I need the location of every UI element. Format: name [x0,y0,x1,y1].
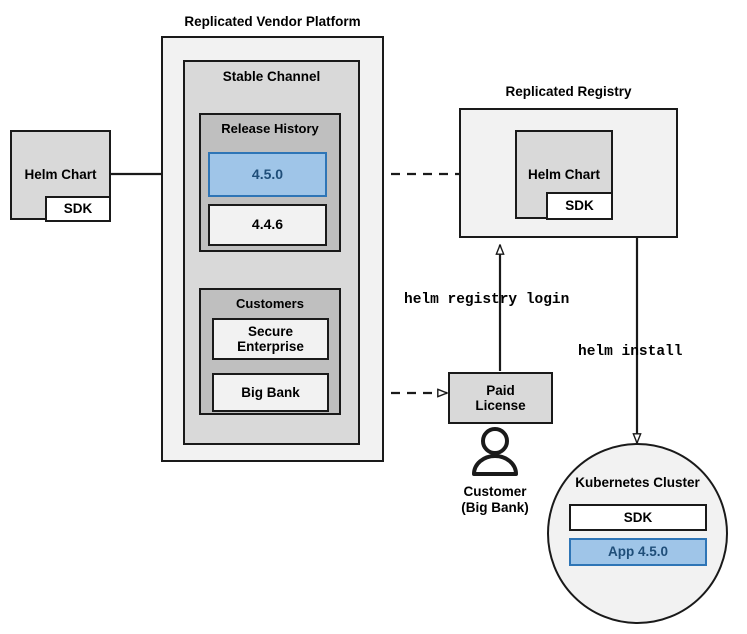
registry-title: Replicated Registry [505,84,632,99]
release-history-title: Release History [221,121,319,136]
release-item-4-4-6[interactable]: 4.4.6 [208,204,327,246]
vendor-platform-title: Replicated Vendor Platform [184,14,361,29]
stable-channel-title: Stable Channel [222,69,321,84]
customer-item-secure-enterprise[interactable]: Secure Enterprise [212,318,329,360]
source-helm-chart-sdk: SDK [45,196,111,222]
paid-license-line2: License [475,398,526,413]
release-item-4-5-0[interactable]: 4.5.0 [208,152,327,197]
release-version-label: 4.5.0 [251,165,284,182]
source-helm-chart-title: Helm Chart [24,167,97,183]
paid-license-line1: Paid [486,382,515,398]
customer-name-line1: Big Bank [241,384,300,400]
sdk-label: SDK [63,201,93,217]
command-helm-registry-login: helm registry login [404,292,570,308]
registry-helm-chart-title: Helm Chart [527,166,600,182]
kubernetes-cluster-title: Kubernetes Cluster [575,475,700,490]
cluster-item-label: SDK [623,509,653,525]
release-version-label: 4.4.6 [251,216,284,233]
kubernetes-cluster-circle [547,443,728,624]
sdk-label: SDK [565,198,594,214]
customer-name-line1: Secure [247,323,294,339]
customer-actor-line1: Customer [463,484,527,499]
cluster-item-label: App 4.5.0 [607,544,669,560]
registry-helm-chart-sdk: SDK [546,192,613,220]
paid-license-box: Paid License [448,372,553,424]
customers-title: Customers [236,296,304,311]
cluster-item-app: App 4.5.0 [569,538,707,566]
cluster-item-sdk: SDK [569,504,707,531]
customer-actor-line2: (Big Bank) [461,499,529,515]
customer-name-line2: Enterprise [237,339,304,354]
person-icon [472,427,518,476]
customer-item-big-bank[interactable]: Big Bank [212,373,329,412]
command-helm-install: helm install [578,344,683,360]
customer-actor-caption: Customer (Big Bank) [425,484,565,515]
